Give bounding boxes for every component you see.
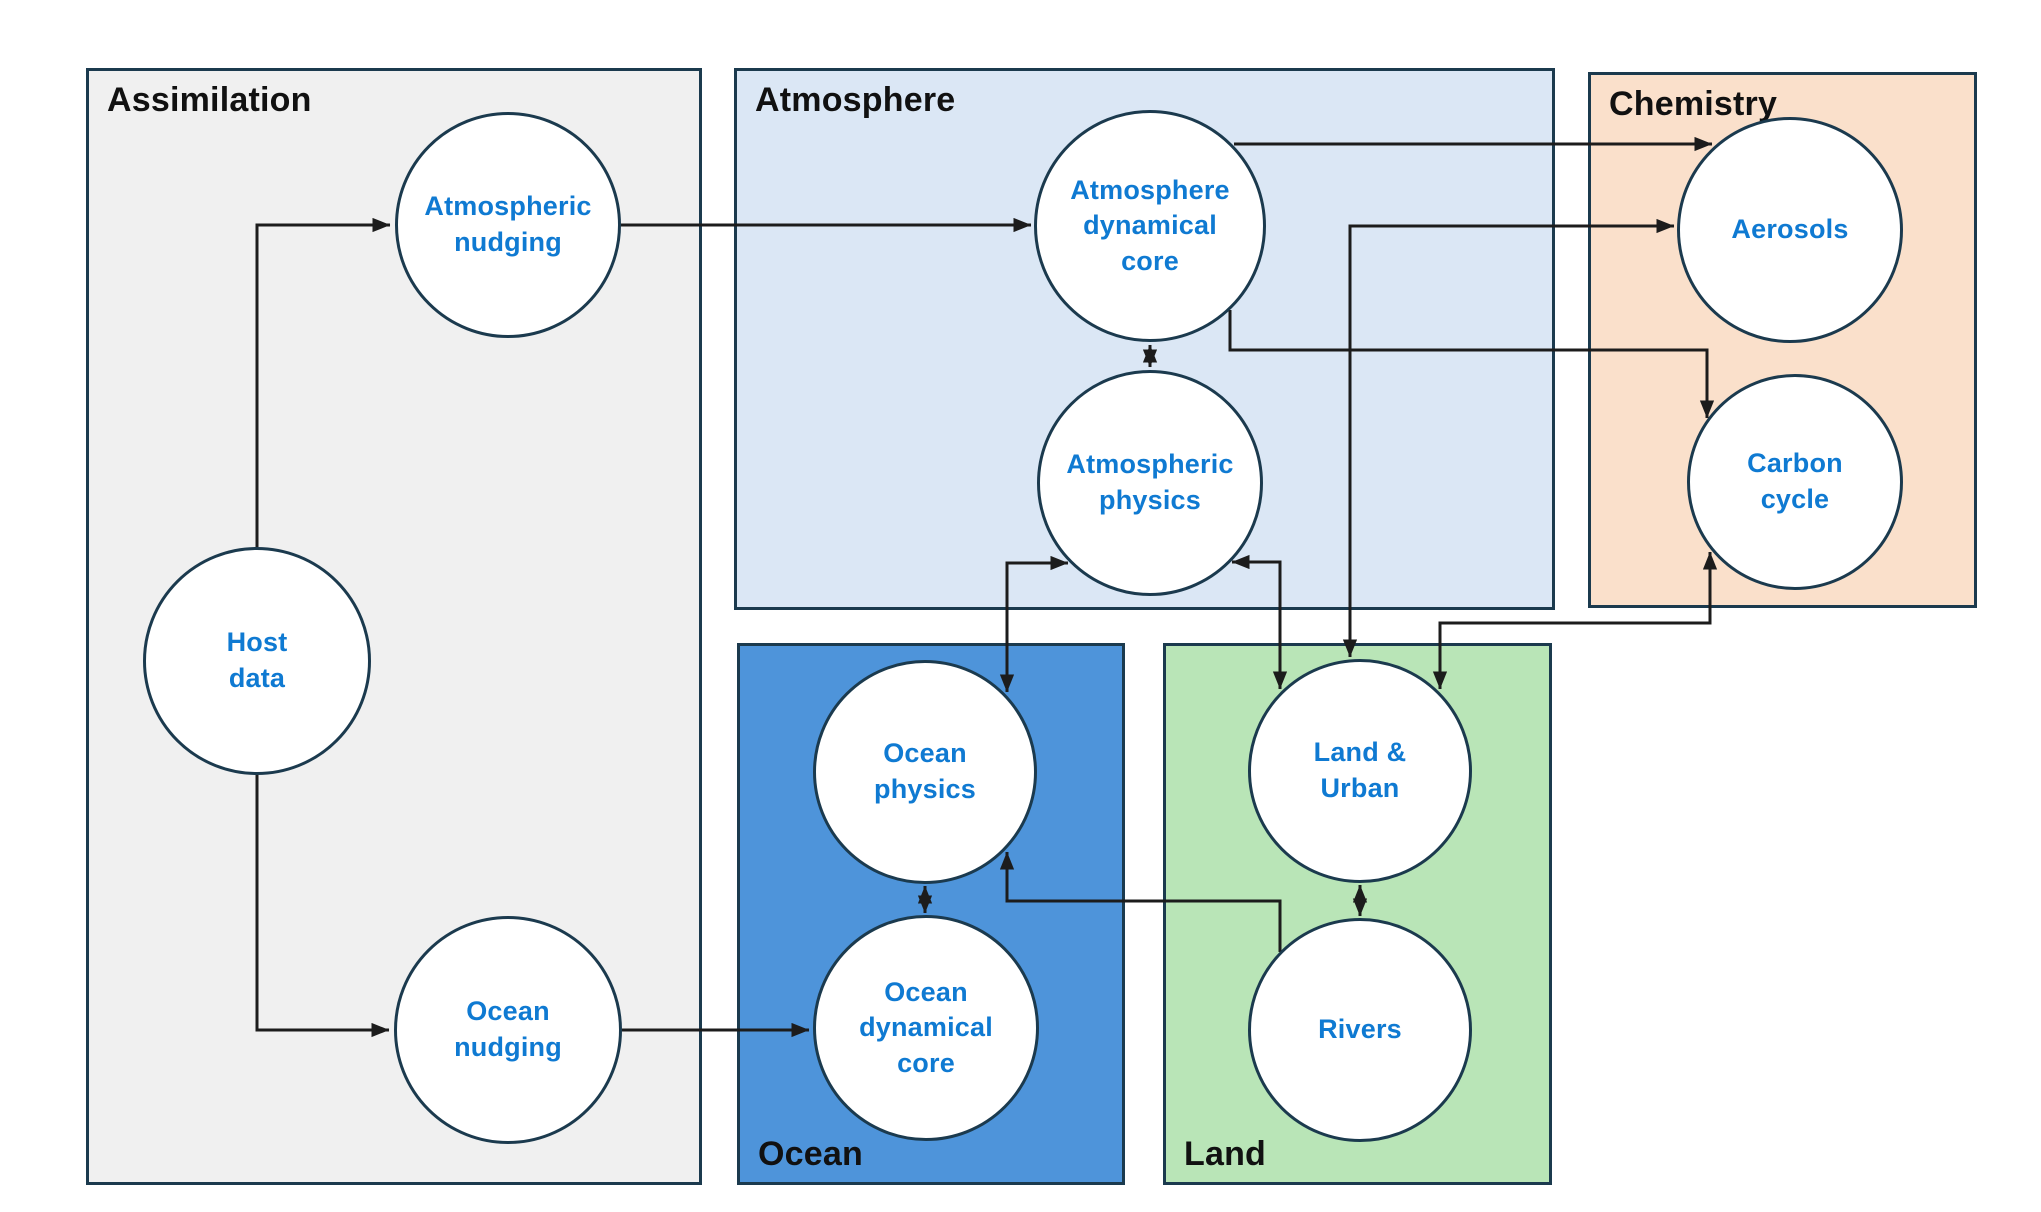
node-rivers-label: Rivers xyxy=(1318,1014,1402,1045)
node-atmosphere-dynamical-core-label: Atmosphere dynamical core xyxy=(1070,174,1230,276)
node-ocean-dynamical-core-label: Ocean dynamical core xyxy=(859,976,993,1078)
node-atmospheric-nudging-label: Atmospheric nudging xyxy=(424,191,592,257)
group-ocean-label: Ocean xyxy=(758,1135,863,1173)
node-atmospheric-physics-label: Atmospheric physics xyxy=(1066,449,1234,515)
node-atmosphere-dynamical-core: Atmosphere dynamical core xyxy=(1034,110,1266,342)
node-aerosols-label: Aerosols xyxy=(1731,214,1849,245)
node-host-data: Host data xyxy=(143,547,371,775)
group-chemistry-label: Chemistry xyxy=(1609,85,1778,123)
node-ocean-physics-label: Ocean physics xyxy=(874,738,976,804)
node-rivers: Rivers xyxy=(1248,918,1472,1142)
node-ocean-dynamical-core: Ocean dynamical core xyxy=(813,915,1039,1141)
group-assimilation-label: Assimilation xyxy=(107,81,312,119)
node-aerosols: Aerosols xyxy=(1677,117,1903,343)
node-ocean-physics: Ocean physics xyxy=(813,660,1037,884)
node-ocean-nudging: Ocean nudging xyxy=(394,916,622,1144)
node-host-data-label: Host data xyxy=(226,627,288,693)
node-ocean-nudging-label: Ocean nudging xyxy=(454,996,562,1062)
node-carbon-cycle: Carbon cycle xyxy=(1687,374,1903,590)
node-land-urban: Land & Urban xyxy=(1248,659,1472,883)
group-atmosphere-label: Atmosphere xyxy=(755,81,956,119)
node-carbon-cycle-label: Carbon cycle xyxy=(1747,448,1843,514)
node-land-urban-label: Land & Urban xyxy=(1313,737,1407,803)
group-land-label: Land xyxy=(1184,1135,1267,1173)
node-atmospheric-physics: Atmospheric physics xyxy=(1037,370,1263,596)
node-atmospheric-nudging: Atmospheric nudging xyxy=(395,112,621,338)
